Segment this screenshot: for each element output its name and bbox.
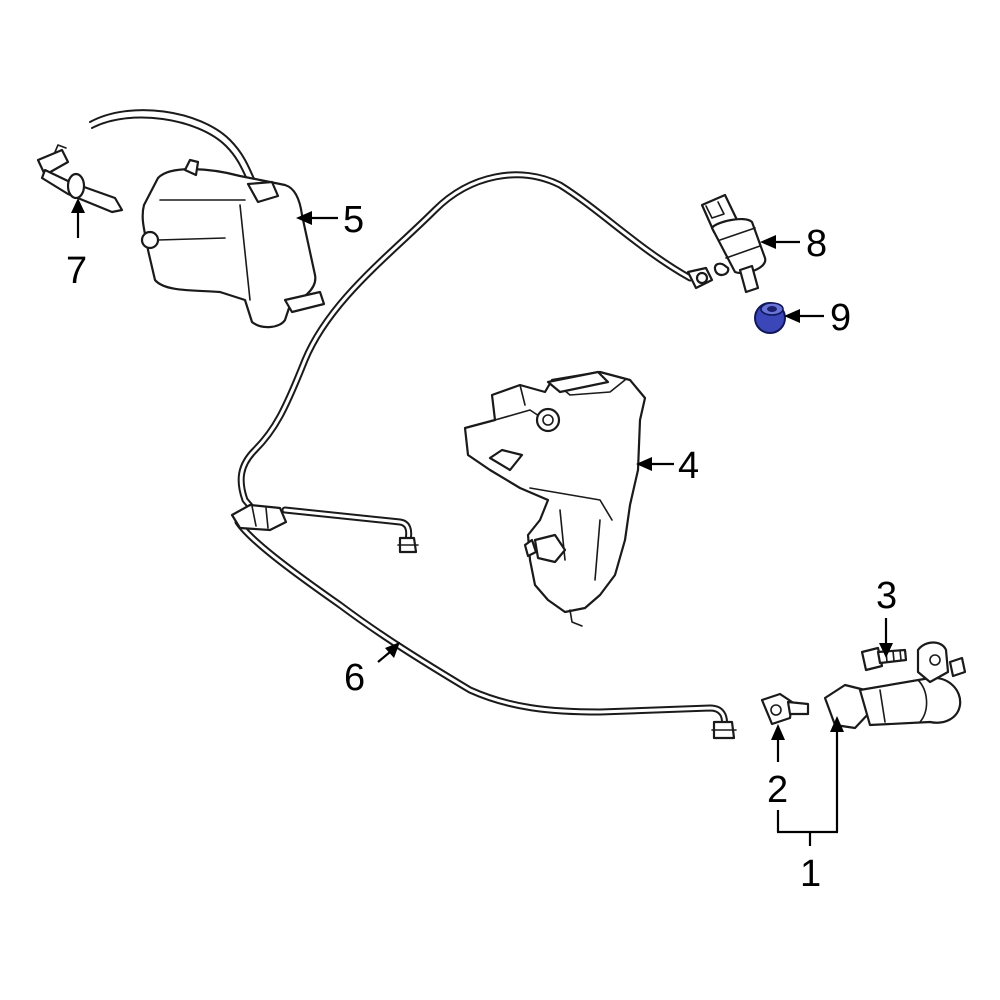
callout-leader-3 <box>879 618 893 658</box>
washer-hose-part-6[interactable] <box>230 171 737 740</box>
nozzle-part-2[interactable] <box>760 692 810 726</box>
reservoir-tank-part-4[interactable] <box>463 370 647 627</box>
reservoir-part-5[interactable] <box>89 109 326 329</box>
callout-number-8: 8 <box>806 223 827 265</box>
callout-number-1: 1 <box>800 853 821 895</box>
connector-part-7[interactable] <box>36 144 124 214</box>
callout-leader-4 <box>636 457 674 471</box>
callout-number-9: 9 <box>830 297 851 339</box>
callout-leader-2 <box>771 724 785 762</box>
callout-number-2: 2 <box>767 769 788 811</box>
grommet-part-9[interactable] <box>754 302 786 334</box>
callout-number-7: 7 <box>66 250 87 292</box>
callout-number-3: 3 <box>876 575 897 617</box>
callout-number-6: 6 <box>344 657 365 699</box>
callout-bracket-1 <box>776 716 844 846</box>
callout-leader-5 <box>296 211 338 225</box>
washer-cylinder-part-1[interactable] <box>823 641 967 730</box>
callout-leader-7 <box>71 198 85 238</box>
callout-leader-9 <box>784 309 824 323</box>
callout-number-5: 5 <box>343 199 364 241</box>
callout-leader-8 <box>760 235 800 249</box>
callout-number-4: 4 <box>678 445 699 487</box>
callout-leader-6 <box>377 642 400 663</box>
washer-pump-part-8[interactable] <box>700 193 767 294</box>
